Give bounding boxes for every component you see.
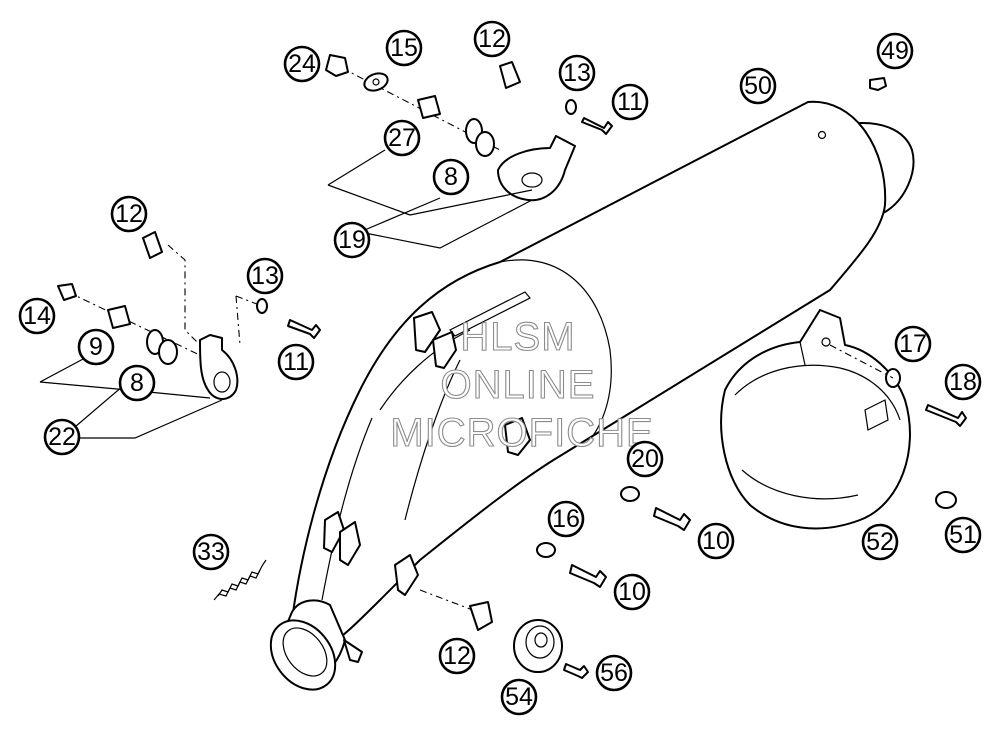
silencer-body <box>269 100 915 691</box>
watermark-line-1: HLSM <box>460 315 575 359</box>
callout-11-label: 11 <box>617 88 643 116</box>
callout-12: 12 <box>110 195 148 233</box>
callout-54-label: 54 <box>505 683 533 711</box>
callout-15-label: 15 <box>390 34 418 62</box>
upper-mount-bracket <box>325 54 576 249</box>
callout-8: 8 <box>432 158 470 196</box>
callout-14: 14 <box>18 297 56 335</box>
callout-8-label: 8 <box>444 163 458 191</box>
callout-20-label: 20 <box>631 445 659 473</box>
callout-11: 11 <box>611 83 649 121</box>
callout-27-label: 27 <box>388 124 416 152</box>
callout-33-label: 33 <box>197 538 225 566</box>
callout-12: 12 <box>473 20 511 58</box>
callout-56: 56 <box>595 654 633 692</box>
callout-10-label: 10 <box>618 578 646 606</box>
callout-14-label: 14 <box>23 302 51 330</box>
callout-13-label: 13 <box>563 59 591 87</box>
callout-33: 33 <box>192 533 230 571</box>
watermark: HLSM ONLINE MICROFICHE <box>390 314 653 455</box>
callout-52-label: 52 <box>866 528 894 556</box>
callout-19-label: 19 <box>338 226 366 254</box>
callout-22-label: 22 <box>48 423 76 451</box>
callout-10-label: 10 <box>702 527 730 555</box>
callout-12-label: 12 <box>115 200 143 228</box>
callout-10: 10 <box>697 522 735 560</box>
callout-17: 17 <box>894 325 932 363</box>
callout-27: 27 <box>383 119 421 157</box>
small-parts <box>213 77 967 679</box>
callout-51-label: 51 <box>949 521 977 549</box>
callout-13-label: 13 <box>251 262 279 290</box>
callout-8: 8 <box>118 364 156 402</box>
callout-24: 24 <box>283 45 321 83</box>
callout-8-label: 8 <box>130 369 144 397</box>
callouts: 24 15 12 13 11 27 8 19 50 49 12 13 14 9 … <box>18 20 982 716</box>
callout-16-label: 16 <box>552 505 580 533</box>
watermark-line-2: ONLINE <box>441 363 596 407</box>
callout-24-label: 24 <box>288 50 316 78</box>
callout-10: 10 <box>613 573 651 611</box>
callout-15: 15 <box>385 29 423 67</box>
callout-11: 11 <box>277 343 315 381</box>
callout-49: 49 <box>876 32 914 70</box>
callout-13: 13 <box>558 54 596 92</box>
callout-13: 13 <box>246 257 284 295</box>
callout-52: 52 <box>861 523 899 561</box>
callout-49-label: 49 <box>881 37 909 65</box>
watermark-line-3: MICROFICHE <box>390 411 653 455</box>
callout-22: 22 <box>43 418 81 456</box>
heat-shield <box>720 309 911 530</box>
callout-12: 12 <box>438 637 476 675</box>
callout-16: 16 <box>547 500 585 538</box>
callout-12-label: 12 <box>443 642 471 670</box>
callout-56-label: 56 <box>600 659 628 687</box>
callout-18: 18 <box>944 363 982 401</box>
callout-50-label: 50 <box>744 72 772 100</box>
callout-12-label: 12 <box>478 25 506 53</box>
clip-nut-upper <box>499 61 613 135</box>
callout-20: 20 <box>626 440 664 478</box>
callout-9: 9 <box>77 328 115 366</box>
callout-17-label: 17 <box>899 330 927 358</box>
callout-51: 51 <box>944 516 982 554</box>
callout-19: 19 <box>333 221 371 259</box>
callout-9-label: 9 <box>89 333 103 361</box>
callout-50: 50 <box>739 67 777 105</box>
callout-11-label: 11 <box>283 348 309 376</box>
callout-54: 54 <box>500 678 538 716</box>
callout-18-label: 18 <box>949 368 977 396</box>
